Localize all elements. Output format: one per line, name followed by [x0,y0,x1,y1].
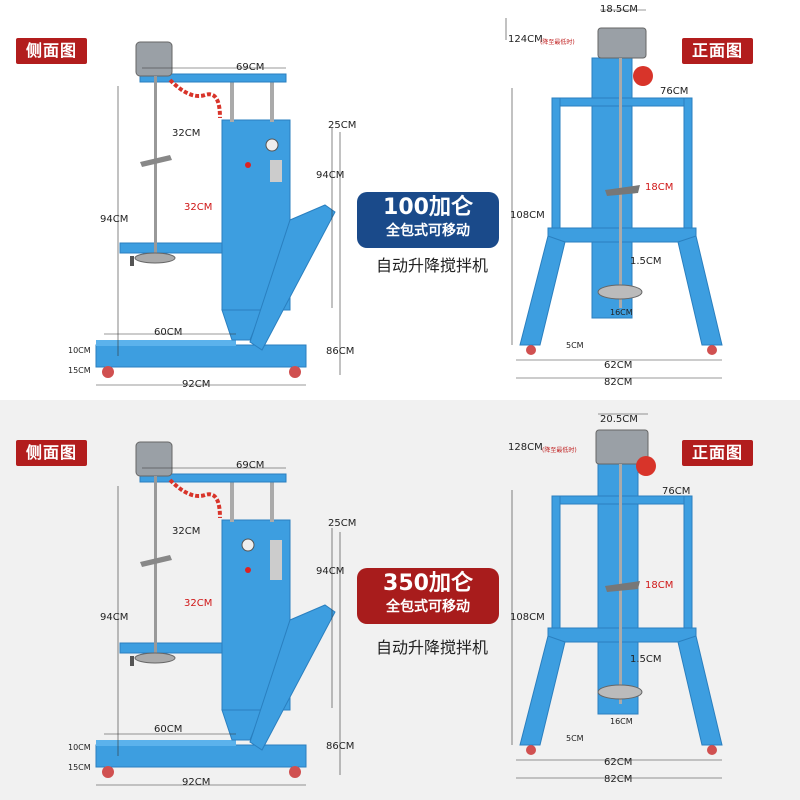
dim-arm: 25CM [328,120,357,131]
front-view-label: 正面图 [682,440,754,466]
dim-inner-width: 62CM [604,360,633,371]
dim-cabinet-height: 94CM [316,566,345,577]
dim-outer-width: 82CM [604,377,633,388]
side-view-label: 侧面图 [16,38,88,64]
dim-disc: 16CM [610,717,633,726]
side-view-machine [95,441,341,786]
dim-front-blade: 18CM [645,580,674,591]
dim-frame-height: 108CM [510,210,545,221]
dim-shaft-offset: 32CM [172,526,201,537]
dim-base-height-2: 15CM [68,366,91,375]
dim-top-width: 69CM [236,460,265,471]
product-slogan: 自动升降搅拌机 [375,256,488,275]
dim-motor-width: 18.5CM [600,4,638,15]
dim-base-height-1: 10CM [68,743,91,752]
capacity-title: 100加仑 [383,195,473,220]
dim-shaft-offset: 32CM [172,128,201,139]
dim-base-length: 60CM [154,724,183,735]
dim-foot: 5CM [566,734,584,743]
dim-front-blade: 18CM [645,182,674,193]
panel-350-gallon: 侧面图 正面图 350加仑 全包式可移动 自动升降搅拌机 69CM 32CM 2… [0,400,800,800]
dim-cabinet-height: 94CM [316,170,345,181]
dim-motor-width: 20.5CM [600,414,638,425]
dim-height-note: (降至最低时) [540,39,575,46]
dim-motor-height: 76CM [660,86,689,97]
front-view-machine [511,413,723,779]
side-view-label: 侧面图 [16,440,88,466]
machine-drawing [95,9,723,386]
dim-motor-height: 76CM [662,486,691,497]
dim-blade: 32CM [184,202,213,213]
capacity-badge: 100加仑 全包式可移动 [357,192,499,248]
dim-total-height: 86CM [326,346,355,357]
product-slogan: 自动升降搅拌机 [375,638,488,657]
front-view-machine [505,9,723,379]
dim-base-length: 60CM [154,327,183,338]
dim-base-height-1: 10CM [68,346,91,355]
dim-left-height: 94CM [100,214,129,225]
dim-total-length: 92CM [182,379,211,390]
capacity-badge: 350加仑 全包式可移动 [357,568,499,624]
capacity-title: 350加仑 [383,571,473,596]
dim-left-height: 94CM [100,612,129,623]
capacity-subtitle: 全包式可移动 [386,223,470,239]
dim-disc: 16CM [610,308,633,317]
dim-shaft-diameter: 1.5CM [630,654,662,665]
dim-total-length: 92CM [182,777,211,788]
dim-overall-height: 124CM [508,34,543,45]
dim-total-height: 86CM [326,741,355,752]
dim-blade: 32CM [184,598,213,609]
panel-100-gallon: 侧面图 正面图 100加仑 全包式可移动 自动升降搅拌机 69CM 32CM 2… [16,4,754,390]
dim-top-width: 69CM [236,62,265,73]
dim-height-note: (降至最低时) [542,447,577,454]
dim-frame-height: 108CM [510,612,545,623]
dim-inner-width: 62CM [604,757,633,768]
dim-foot: 5CM [566,341,584,350]
dim-outer-width: 82CM [604,774,633,785]
dim-arm: 25CM [328,518,357,529]
front-view-label: 正面图 [682,38,754,64]
machine-drawing [95,413,723,786]
dim-base-height-2: 15CM [68,763,91,772]
dim-overall-height: 128CM [508,442,543,453]
dim-shaft-diameter: 1.5CM [630,256,662,267]
capacity-subtitle: 全包式可移动 [386,599,470,615]
side-view-machine [95,41,341,386]
